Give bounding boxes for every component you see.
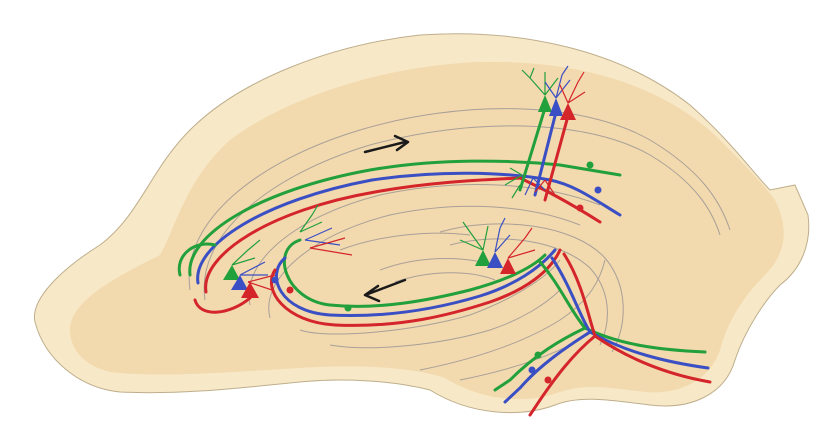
synapse-dot [594, 186, 602, 194]
synapse-dot [544, 376, 552, 384]
blue-ca1-axon [533, 110, 558, 197]
synapse-dot [534, 351, 542, 359]
red-lower-pathway [269, 248, 562, 327]
red-exit-pathway [528, 334, 597, 417]
return-flow-arrow-icon [363, 278, 407, 303]
synapse-dot [344, 304, 352, 312]
ca1-dendrites [504, 65, 586, 199]
ca1-red-neuron [560, 103, 576, 120]
ca3-red-neuron [500, 258, 516, 274]
red-upper-pathway [204, 176, 602, 294]
synapse-dot [576, 204, 584, 212]
green-lower-pathway [282, 238, 547, 308]
forward-flow-arrow-icon [363, 134, 410, 154]
green-ca1-axon [518, 106, 547, 192]
blue-lower-pathway [274, 248, 557, 318]
flow-arrows [363, 134, 410, 303]
left-red-neuron [241, 282, 259, 298]
tissue-slice-face [70, 61, 784, 400]
ca3-blue-neuron [487, 252, 503, 268]
dendrite-trees [231, 65, 586, 291]
ca3-green-neuron [475, 250, 491, 266]
left-blue-neuron [231, 275, 248, 290]
red-left-hook [193, 296, 252, 314]
blue-upper-pathway [196, 171, 622, 285]
synapse-dot [586, 161, 594, 169]
left-green-neuron [223, 265, 240, 280]
neuron-somata [223, 95, 602, 384]
left-dendrites [231, 204, 353, 291]
green-left-hook [177, 242, 217, 277]
synapse-dot [286, 286, 294, 294]
ca3-dendrites [459, 217, 536, 259]
green-exit-pathway [493, 326, 587, 392]
blue-exit-pathway [503, 330, 592, 404]
synapse-dot [271, 276, 279, 284]
ca1-green-neuron [538, 95, 552, 112]
axon-pathways [177, 106, 712, 417]
synapse-dot [528, 366, 536, 374]
ca1-blue-neuron [549, 98, 563, 116]
green-upper-pathway [188, 159, 622, 277]
